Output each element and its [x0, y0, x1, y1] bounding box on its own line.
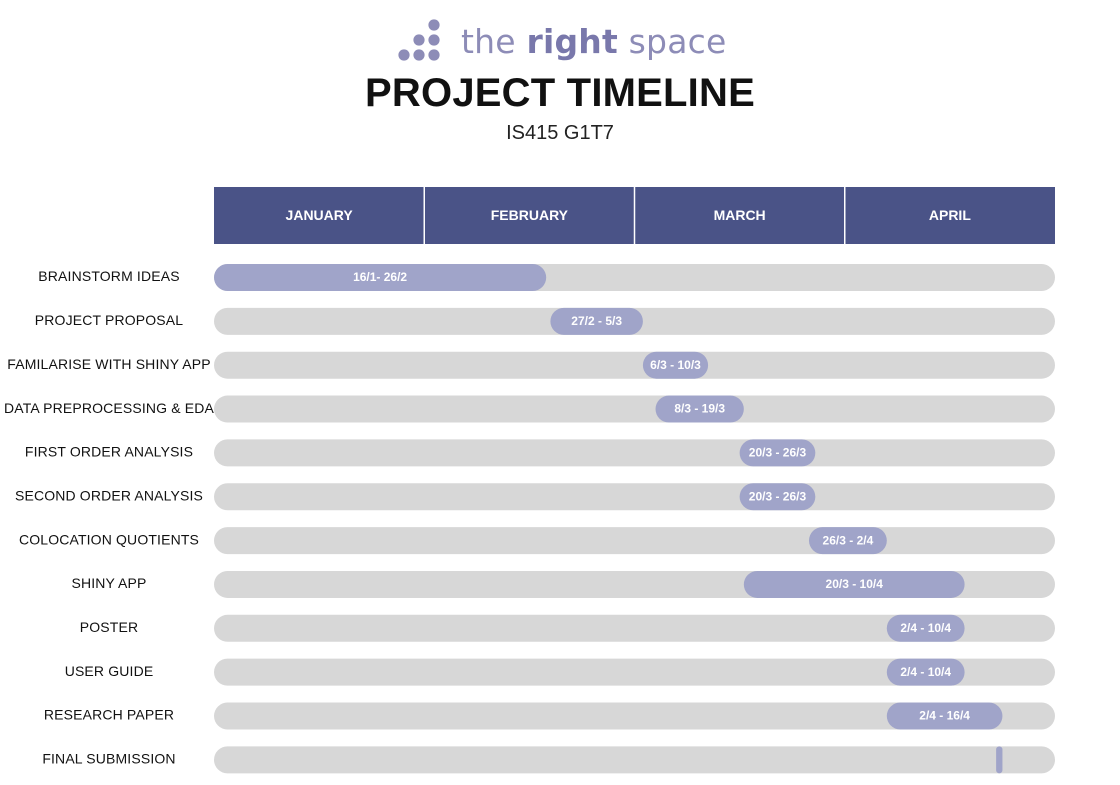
task-label: FIRST ORDER ANALYSIS — [25, 444, 193, 460]
task-track — [214, 658, 1055, 686]
task-date-label: 27/2 - 5/3 — [571, 314, 622, 328]
task-bar — [214, 264, 547, 291]
task-label: SHINY APP — [71, 575, 146, 591]
brand-name-prefix: the — [461, 21, 516, 61]
task-date-label: 2/4 - 10/4 — [900, 665, 951, 679]
task-date-label: 6/3 - 10/3 — [650, 358, 701, 372]
page-title: PROJECT TIMELINE — [365, 71, 755, 115]
page-subtitle: IS415 G1T7 — [506, 122, 614, 144]
task-date-label: 20/3 - 10/4 — [826, 577, 884, 591]
task-bar — [642, 351, 709, 379]
task-bar — [739, 439, 816, 467]
dot-grid-logo-icon — [398, 19, 440, 61]
month-label-february: FEBRUARY — [491, 207, 569, 223]
task-track — [214, 439, 1055, 467]
brand-name-strong: right — [526, 21, 618, 61]
task-date-label: 2/4 - 10/4 — [900, 621, 951, 635]
task-track — [214, 702, 1055, 730]
task-bar — [809, 527, 887, 555]
task-label: PROJECT PROPOSAL — [35, 312, 183, 328]
task-date-label: 20/3 - 26/3 — [749, 446, 807, 460]
task-date-label: 2/4 - 16/4 — [919, 709, 970, 723]
month-header-january — [214, 187, 425, 244]
task-bar — [886, 658, 965, 686]
task-label: SECOND ORDER ANALYSIS — [15, 487, 203, 503]
task-bar — [743, 570, 965, 598]
task-date-label: 8/3 - 19/3 — [674, 402, 725, 416]
month-label-january: JANUARY — [286, 207, 354, 223]
task-label: COLOCATION QUOTIENTS — [19, 531, 199, 547]
month-header-march — [634, 187, 845, 244]
month-header-april — [844, 187, 1055, 244]
task-label: FINAL SUBMISSION — [42, 751, 175, 767]
task-label: RESEARCH PAPER — [44, 707, 174, 723]
task-bar — [996, 746, 1003, 774]
brand-name-suffix: space — [628, 21, 727, 61]
task-track — [214, 614, 1055, 642]
task-bar — [655, 395, 744, 423]
task-label: USER GUIDE — [65, 663, 154, 679]
task-date-label: 16/1- 26/2 — [353, 270, 407, 284]
task-label: BRAINSTORM IDEAS — [38, 268, 179, 284]
task-track — [214, 746, 1055, 774]
month-label-april: APRIL — [929, 207, 971, 223]
task-bar — [739, 483, 816, 511]
task-label: FAMILARISE WITH SHINY APP — [7, 356, 210, 372]
task-bar — [886, 614, 965, 642]
task-label: POSTER — [80, 619, 138, 635]
task-label: DATA PREPROCESSING & EDA — [4, 400, 215, 416]
month-header-february — [424, 187, 635, 244]
brand-logo: the right space — [395, 18, 726, 64]
task-date-label: 26/3 - 2/4 — [823, 533, 874, 547]
task-bar — [886, 702, 1003, 730]
task-track — [214, 483, 1055, 511]
month-label-march: MARCH — [714, 207, 766, 223]
task-track — [214, 351, 1055, 379]
brand-name: the right space — [461, 25, 726, 58]
task-track — [214, 395, 1055, 423]
task-track — [214, 527, 1055, 555]
task-date-label: 20/3 - 26/3 — [749, 489, 807, 503]
task-bar — [550, 307, 643, 335]
